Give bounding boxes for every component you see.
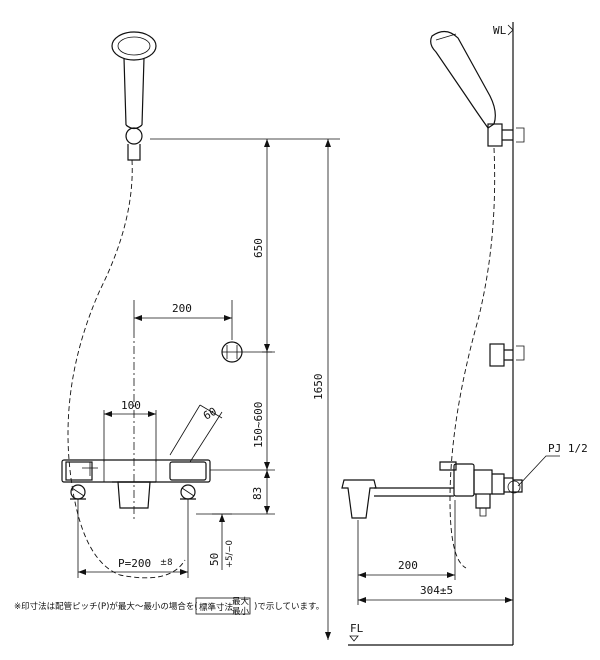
fl-label: FL	[350, 622, 364, 635]
shower-head-side	[430, 30, 525, 147]
note-max: 最大	[232, 596, 250, 607]
dim-p-tol: ±8	[160, 558, 173, 568]
dim-100: 100	[121, 399, 141, 412]
dim-650: 650	[252, 238, 265, 258]
dim-150-600: 150~600	[252, 402, 265, 448]
side-view: WL FL	[341, 22, 588, 646]
wl-label: WL	[493, 24, 507, 37]
note-box	[195, 597, 251, 615]
dim-304: 304±5	[420, 584, 453, 597]
dim-1650: 1650	[312, 374, 325, 401]
dim-50: 50	[208, 553, 221, 566]
note-prefix: ※印寸法は配管ピッチ(P)が最大～最小の場合を(	[14, 601, 198, 612]
dim-p: P=200	[118, 557, 151, 570]
pj-label: PJ 1/2	[548, 442, 588, 455]
note-min: 最小	[232, 606, 250, 617]
hose-side	[449, 147, 496, 569]
dim-200-side: 200	[398, 559, 418, 572]
slide-bracket-front	[221, 341, 275, 363]
mixer-side	[341, 461, 523, 519]
dim-50-tol: +5/−0	[225, 540, 235, 568]
note: ※印寸法は配管ピッチ(P)が最大～最小の場合を( 標準寸法 最大 最小 )で示し…	[14, 596, 324, 617]
note-suffix: )で示しています。	[254, 602, 324, 612]
slide-bracket-side	[489, 343, 525, 367]
note-box-label: 標準寸法	[199, 602, 233, 613]
shower-head-front	[111, 31, 157, 161]
dim-200-top: 200	[172, 302, 192, 315]
hose-front	[67, 159, 186, 579]
front-view: 650 1650 200 150~600 100	[61, 31, 340, 640]
dim-83: 83	[251, 487, 264, 500]
dim-60: 60	[201, 405, 219, 423]
